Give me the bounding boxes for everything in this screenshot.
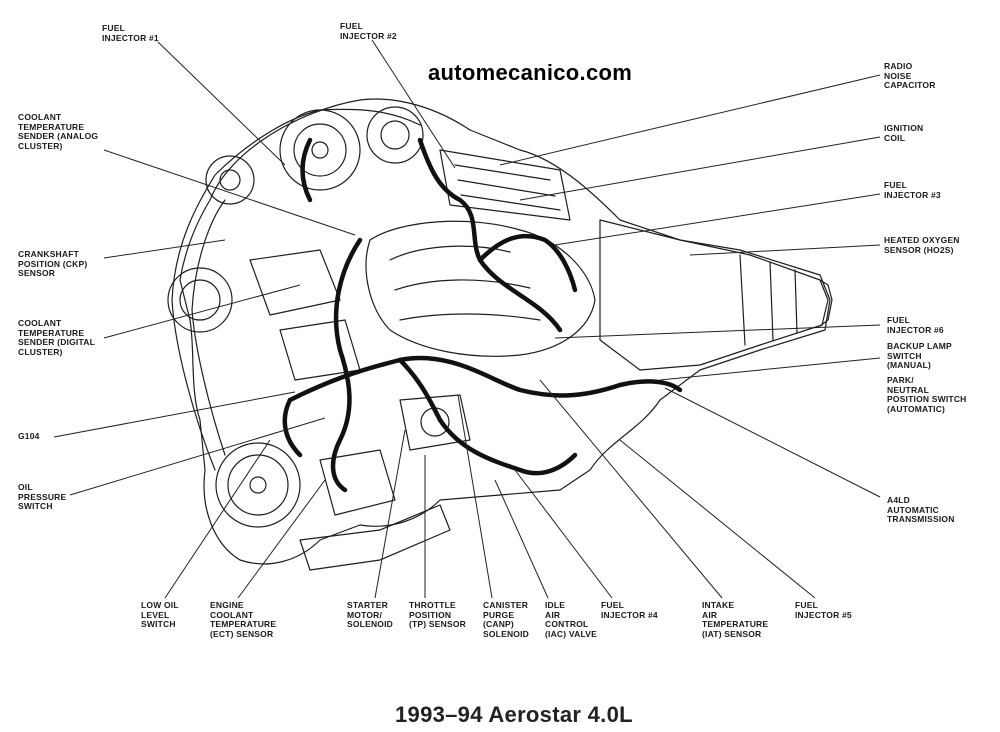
leader-backup-lamp [659, 357, 881, 381]
label-g104: G104 [18, 431, 40, 441]
idler-pulley [205, 155, 255, 205]
engine-block-outline [179, 98, 831, 565]
label-canp-solenoid: CANISTER PURGE (CANP) SOLENOID [483, 600, 529, 639]
starter-motor [319, 449, 396, 516]
label-ect-sensor: ENGINE COOLANT TEMPERATURE (ECT) SENSOR [210, 600, 277, 639]
label-oil-pressure-switch: OIL PRESSURE SWITCH [18, 482, 67, 512]
label-backup-lamp-switch: BACKUP LAMP SWITCH (MANUAL) [887, 341, 952, 371]
leader-coolant-digital [103, 284, 301, 339]
leader-fuel-injector-4 [514, 469, 613, 599]
leader-ignition-coil [519, 136, 881, 201]
site-title: automecanico.com [428, 60, 633, 85]
intake-plenum [365, 220, 596, 357]
fan-pulley [279, 109, 361, 191]
leader-canp [457, 394, 493, 599]
label-fuel-injector-1: FUEL INJECTOR #1 [102, 23, 159, 43]
leader-oil-pressure [69, 417, 326, 496]
label-fuel-injector-5: FUEL INJECTOR #5 [795, 600, 852, 620]
label-low-oil-level-switch: LOW OIL LEVEL SWITCH [141, 600, 179, 630]
leader-iat [539, 379, 723, 599]
label-park-neutral-switch: PARK/ NEUTRAL POSITION SWITCH (AUTOMATIC… [887, 375, 967, 414]
label-coolant-sender-digital: COOLANT TEMPERATURE SENDER (DIGITAL CLUS… [18, 318, 95, 357]
leader-low-oil [164, 439, 271, 599]
label-fuel-injector-4: FUEL INJECTOR #4 [601, 600, 658, 620]
label-coolant-sender-analog: COOLANT TEMPERATURE SENDER (ANALOG CLUST… [18, 112, 99, 151]
label-heated-oxygen-sensor: HEATED OXYGEN SENSOR (HO2S) [884, 235, 960, 255]
leader-fuel-injector-2 [371, 39, 456, 169]
leader-coolant-analog [103, 149, 356, 236]
wiring-harness-lower [397, 357, 578, 476]
tail-housing [819, 279, 833, 327]
label-radio-noise-capacitor: RADIO NOISE CAPACITOR [884, 61, 936, 91]
leader-ckp [103, 239, 226, 259]
label-tp-sensor: THROTTLE POSITION (TP) SENSOR [409, 600, 466, 630]
label-fuel-injector-3: FUEL INJECTOR #3 [884, 180, 941, 200]
crank-pulley [215, 442, 301, 528]
leader-fuel-injector-6 [554, 324, 881, 339]
throttle-body [399, 394, 471, 451]
label-ignition-coil: IGNITION COIL [884, 123, 924, 143]
wiring-harness-upper [417, 137, 563, 333]
valve-cover [439, 149, 571, 221]
label-a4ld-transmission: A4LD AUTOMATIC TRANSMISSION [887, 495, 955, 525]
alternator-pulley [167, 267, 233, 333]
label-iat-sensor: INTAKE AIR TEMPERATURE (IAT) SENSOR [702, 600, 769, 639]
oil-pan [299, 504, 451, 571]
label-ckp-sensor: CRANKSHAFT POSITION (CKP) SENSOR [18, 249, 88, 279]
leader-fuel-injector-5 [619, 439, 816, 599]
label-fuel-injector-6: FUEL INJECTOR #6 [887, 315, 944, 335]
leader-starter [374, 429, 406, 599]
drive-belt [171, 108, 421, 471]
transmission-outline [599, 219, 829, 371]
leader-fuel-injector-1 [157, 41, 286, 166]
leader-ect [237, 479, 326, 599]
leader-fuel-injector-3 [554, 193, 881, 246]
label-iac-valve: IDLE AIR CONTROL (IAC) VALVE [545, 600, 597, 639]
wiring-harness-main [287, 355, 683, 403]
label-starter-motor: STARTER MOTOR/ SOLENOID [347, 600, 393, 630]
label-fuel-injector-2: FUEL INJECTOR #2 [340, 21, 397, 41]
leader-radio-noise [499, 74, 881, 166]
figure-caption: 1993–94 Aerostar 4.0L [395, 702, 633, 727]
leader-g104 [53, 391, 296, 438]
leader-a4ld [664, 387, 881, 498]
leader-ho2s [689, 244, 881, 256]
wiring-harness-left [330, 237, 363, 493]
power-steering-pulley [366, 106, 424, 164]
leader-iac [494, 479, 549, 599]
